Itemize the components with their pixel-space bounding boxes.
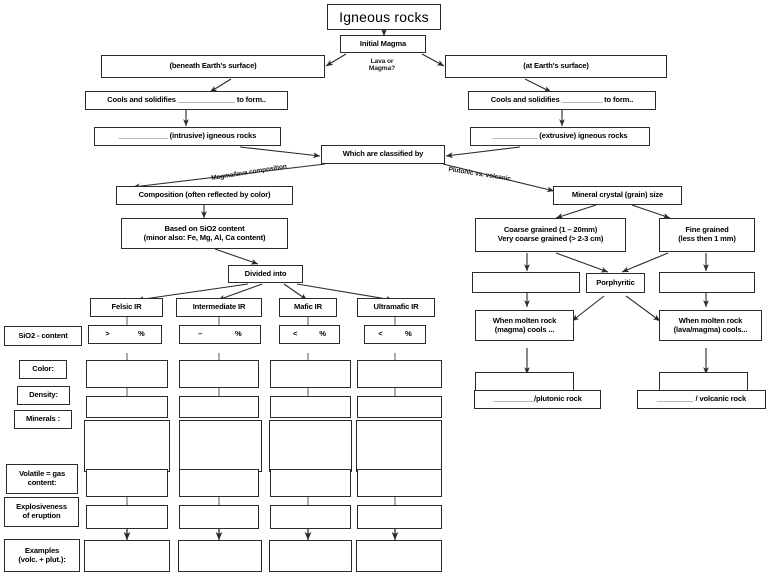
row-label-explosiveness-line2: of eruption (22, 511, 61, 520)
cell-mafic-sio2[interactable]: < % (279, 325, 340, 344)
cell-ultramafic-sio2[interactable]: < % (364, 325, 426, 344)
node-extrusive-igneous-rocks[interactable]: ___________ (extrusive) igneous rocks (470, 127, 650, 146)
node-based-on-sio2-content[interactable]: Based on SiO2 content (minor also: Fe, M… (121, 218, 288, 249)
node-at-earths-surface[interactable]: (at Earth's surface) (445, 55, 667, 78)
cell-mafic-explosiveness[interactable] (270, 505, 351, 529)
page-title: Igneous rocks (327, 4, 441, 30)
node-molten-rock-magma[interactable]: When molten rock (magma) cools ... (475, 310, 574, 341)
node-cools-solidifies-intrusive[interactable]: Cools and solidifies ______________ to f… (85, 91, 288, 110)
node-composition[interactable]: Composition (often reflected by color) (116, 186, 293, 205)
cell-felsic-sio2-op: > (105, 329, 110, 339)
cell-mafic-volatile[interactable] (270, 469, 351, 497)
cell-ultramafic-minerals[interactable] (356, 420, 442, 472)
cell-felsic-color[interactable] (86, 360, 168, 388)
cell-felsic-examples[interactable] (84, 540, 170, 572)
node-plutonic-blank[interactable] (475, 372, 574, 391)
node-fine-grained[interactable]: Fine grained (less then 1 mm) (659, 218, 755, 252)
row-label-sio2-content: SiO2 - content (4, 326, 82, 346)
node-molten-rock-lava-magma-line1: When molten rock (678, 315, 743, 325)
cell-ultramafic-sio2-op: < (378, 329, 383, 339)
cell-intermediate-minerals[interactable] (179, 420, 262, 472)
cell-ultramafic-sio2-unit: % (405, 329, 412, 339)
cell-mafic-sio2-op: < (292, 329, 298, 339)
node-initial-magma[interactable]: Initial Magma (340, 35, 426, 53)
row-label-minerals: Minerals : (14, 410, 72, 429)
cell-mafic-color[interactable] (270, 360, 351, 388)
node-based-on-sio2-line1: Based on SiO2 content (164, 223, 245, 233)
node-fine-blank[interactable] (659, 272, 755, 293)
label-magma-lava-composition: Magma/lava composition (210, 163, 288, 182)
cell-mafic-examples[interactable] (269, 540, 352, 572)
node-volcanic-blank[interactable] (659, 372, 748, 391)
node-coarse-blank[interactable] (472, 272, 580, 293)
cell-intermediate-explosiveness[interactable] (179, 505, 259, 529)
row-label-examples-line1: Examples (24, 545, 60, 555)
cell-intermediate-sio2[interactable]: – % (179, 325, 261, 344)
cell-ultramafic-density[interactable] (357, 396, 442, 418)
row-label-examples-line2: (volc. + plut.): (18, 554, 66, 564)
column-header-mafic[interactable]: Mafic IR (279, 298, 337, 317)
node-molten-rock-lava-magma[interactable]: When molten rock (lava/magma) cools... (659, 310, 762, 341)
label-lava-or-magma-line2: Magma? (368, 65, 396, 72)
row-label-examples: Examples (volc. + plut.): (4, 539, 80, 572)
row-label-explosiveness-line1: Explosiveness (16, 502, 67, 512)
node-cools-solidifies-extrusive[interactable]: Cools and solidifies __________ to form.… (468, 91, 656, 110)
cell-intermediate-volatile[interactable] (179, 469, 259, 497)
cell-intermediate-sio2-op: – (198, 329, 203, 339)
cell-felsic-explosiveness[interactable] (86, 505, 168, 529)
cell-felsic-sio2[interactable]: > % (88, 325, 162, 344)
node-fine-grained-line2: (less then 1 mm) (678, 234, 736, 243)
cell-ultramafic-volatile[interactable] (357, 469, 442, 497)
node-which-are-classified-by[interactable]: Which are classified by (321, 145, 445, 164)
row-label-volatile-line1: Volatile = gas (18, 469, 66, 479)
cell-intermediate-color[interactable] (179, 360, 259, 388)
cell-felsic-density[interactable] (86, 396, 168, 418)
label-lava-or-magma-line1: Lava or (370, 58, 394, 65)
node-molten-rock-lava-magma-line2: (lava/magma) cools... (673, 324, 748, 334)
node-based-on-sio2-line2: (minor also: Fe, Mg, Al, Ca content) (143, 232, 266, 242)
row-label-volatile-gas-content: Volatile = gas content: (6, 464, 78, 494)
cell-felsic-minerals[interactable] (84, 420, 170, 472)
label-lava-or-magma: Lava or Magma? (351, 58, 413, 72)
node-molten-rock-magma-line1: When molten rock (492, 315, 557, 325)
cell-ultramafic-examples[interactable] (356, 540, 442, 572)
row-label-explosiveness: Explosiveness of eruption (4, 497, 79, 527)
cell-felsic-volatile[interactable] (86, 469, 168, 497)
cell-mafic-sio2-unit: % (319, 329, 327, 339)
node-beneath-earths-surface[interactable]: (beneath Earth's surface) (101, 55, 325, 78)
cell-intermediate-density[interactable] (179, 396, 259, 418)
node-fine-grained-line1: Fine grained (685, 225, 729, 235)
column-header-intermediate[interactable]: Intermediate IR (176, 298, 262, 317)
cell-ultramafic-explosiveness[interactable] (357, 505, 442, 529)
node-intrusive-igneous-rocks[interactable]: ____________ (intrusive) igneous rocks (94, 127, 281, 146)
node-porphyritic[interactable]: Porphyritic (586, 273, 645, 293)
node-coarse-grained-line2: Very coarse grained (> 2-3 cm) (497, 234, 604, 243)
node-coarse-grained-line1: Coarse grained (1 – 20mm) (503, 225, 598, 235)
node-coarse-grained[interactable]: Coarse grained (1 – 20mm) Very coarse gr… (475, 218, 626, 252)
cell-mafic-minerals[interactable] (269, 420, 352, 472)
row-label-color: Color: (19, 360, 67, 379)
column-header-ultramafic[interactable]: Ultramafic IR (357, 298, 435, 317)
cell-felsic-sio2-unit: % (138, 329, 145, 339)
node-volcanic-rock-result[interactable]: _________ / volcanic rock (637, 390, 766, 409)
cell-ultramafic-color[interactable] (357, 360, 442, 388)
row-label-volatile-line2: content: (27, 478, 57, 487)
row-label-density: Density: (17, 386, 70, 405)
node-mineral-crystal-grain-size[interactable]: Mineral crystal (grain) size (553, 186, 682, 205)
cell-intermediate-examples[interactable] (178, 540, 262, 572)
cell-intermediate-sio2-unit: % (234, 329, 242, 339)
label-plutonic-vs-volcanic: Plutonic vs. volcanic (447, 166, 512, 183)
node-divided-into[interactable]: Divided into (228, 265, 303, 283)
cell-mafic-density[interactable] (270, 396, 351, 418)
column-header-felsic[interactable]: Felsic IR (90, 298, 163, 317)
node-plutonic-rock-result[interactable]: __________/plutonic rock (474, 390, 601, 409)
node-molten-rock-magma-line2: (magma) cools ... (494, 324, 555, 334)
